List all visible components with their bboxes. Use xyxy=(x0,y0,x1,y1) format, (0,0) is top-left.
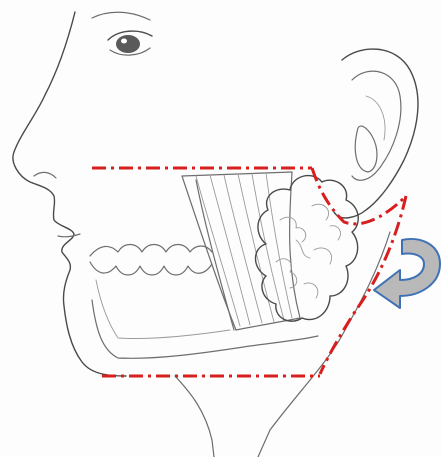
parotid-gland xyxy=(256,176,359,322)
neck-front xyxy=(175,376,214,457)
muscle-fiber xyxy=(196,176,240,326)
nostril xyxy=(34,172,56,178)
iris xyxy=(116,35,140,53)
mandible-outline xyxy=(92,300,318,358)
gland-lobule xyxy=(314,248,332,264)
ear-inner-helix xyxy=(352,71,401,180)
mandible-inner xyxy=(96,280,230,339)
neck-back xyxy=(258,232,390,457)
gland-lobule xyxy=(312,204,329,220)
gland-lobule xyxy=(280,217,306,242)
lower-teeth-row xyxy=(90,262,212,275)
ear-concha xyxy=(355,126,377,172)
gland-lobule xyxy=(304,283,318,298)
eye xyxy=(92,12,152,55)
gland-outline xyxy=(256,176,359,322)
gland-lobule xyxy=(296,240,310,258)
incision-lines xyxy=(92,168,406,376)
ear-antihelix xyxy=(366,96,385,140)
eyebrow xyxy=(92,12,150,20)
preauricular-incision xyxy=(312,168,406,224)
gland-lobule xyxy=(330,226,340,240)
lip-line xyxy=(58,234,80,237)
muscle-fiber xyxy=(210,175,250,325)
upper-teeth-row xyxy=(90,245,212,257)
ramus xyxy=(196,180,234,330)
eye-highlight xyxy=(121,39,127,44)
jaw xyxy=(90,180,318,358)
